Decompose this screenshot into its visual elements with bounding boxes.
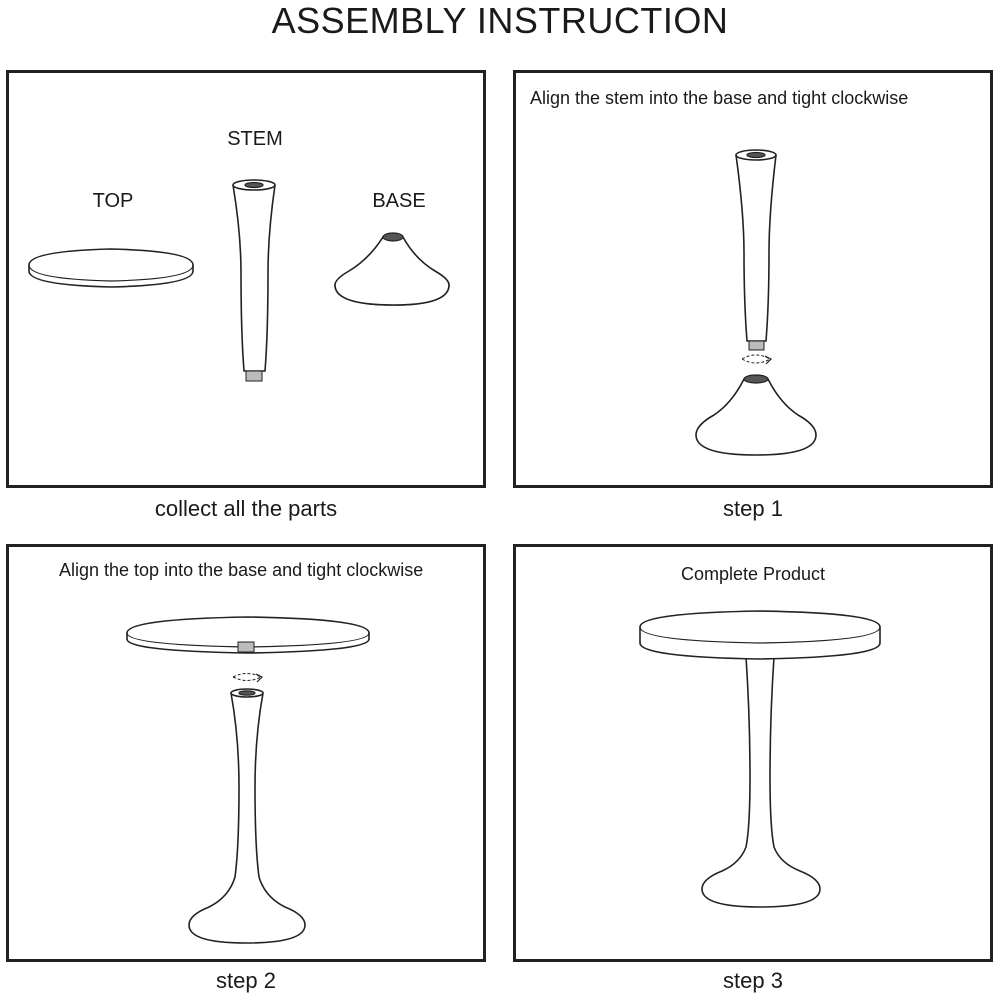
caption-collect-parts: collect all the parts: [154, 496, 338, 521]
instruction-step-1: Align the stem into the base and tight c…: [530, 88, 909, 108]
caption-step-3: step 3: [723, 968, 783, 993]
stem-part: [232, 179, 276, 382]
step-1-illustration: [695, 149, 817, 456]
label-base: BASE: [372, 190, 426, 212]
complete-table-illustration: [639, 610, 881, 908]
panel-collect-parts: TOP STEM BASE: [6, 70, 486, 488]
caption-step-2: step 2: [216, 968, 276, 993]
label-stem: STEM: [227, 128, 283, 150]
bolt: [237, 641, 255, 653]
instruction-step-2: Align the top into the base and tight cl…: [59, 560, 424, 580]
page-title: ASSEMBLY INSTRUCTION: [271, 0, 729, 41]
stem-part: [735, 149, 777, 351]
base-part: [695, 374, 817, 456]
base-part: [334, 232, 450, 306]
panel-step-2: Align the top into the base and tight cl…: [6, 544, 486, 962]
rotate-clockwise-icon: [741, 354, 773, 365]
panel-step-3: Complete Product: [513, 544, 993, 962]
step-2-illustration: [126, 616, 370, 944]
instruction-step-3: Complete Product: [680, 564, 826, 584]
rotate-clockwise-icon: [232, 673, 264, 683]
tabletop-part: [28, 248, 194, 288]
caption-step-1: step 1: [723, 496, 783, 521]
label-top: TOP: [92, 190, 134, 212]
panel-step-1: Align the stem into the base and tight c…: [513, 70, 993, 488]
parts-illustration: [28, 179, 450, 382]
complete-table: [639, 610, 881, 908]
stem-and-base: [188, 688, 306, 944]
